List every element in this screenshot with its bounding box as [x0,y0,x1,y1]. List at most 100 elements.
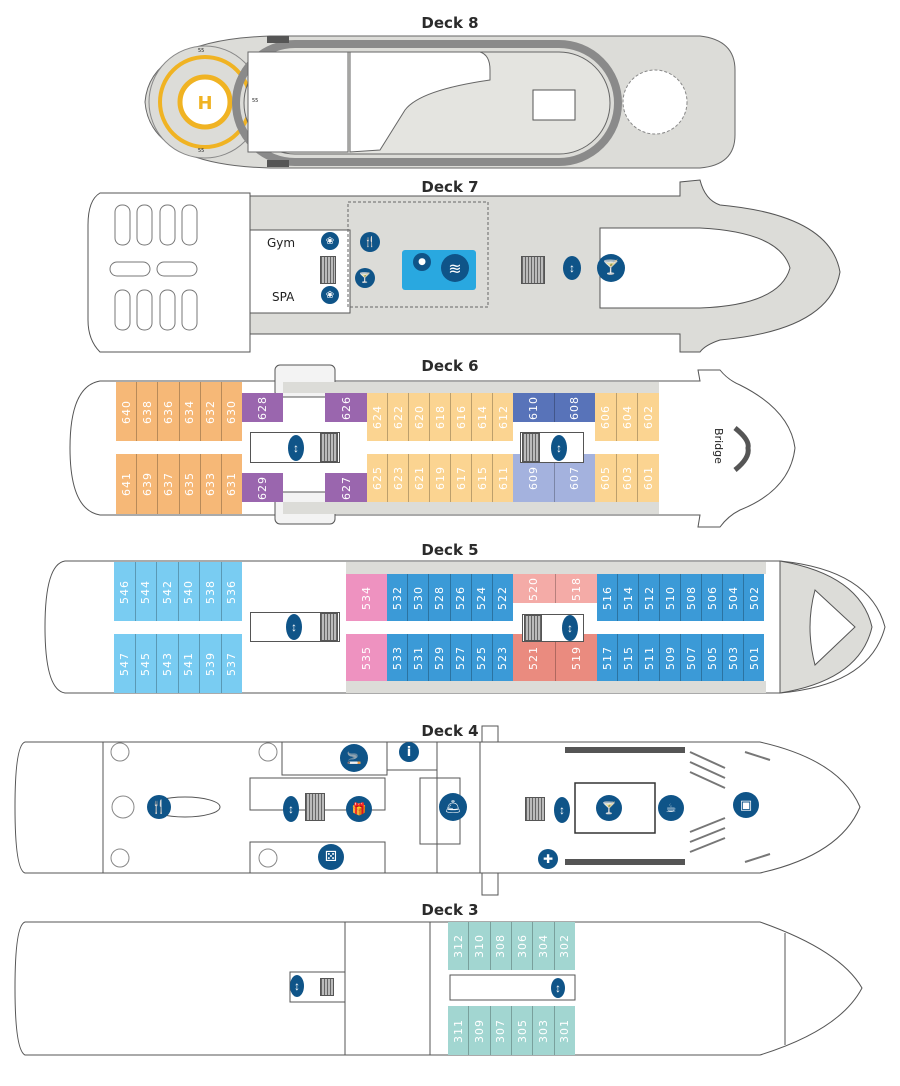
cabin[interactable]: 632 [201,382,222,441]
cabin[interactable]: 604 [617,393,639,441]
cabin[interactable]: 307 [491,1006,512,1055]
stairs [320,433,338,462]
cabin[interactable]: 510 [660,574,681,621]
cabin[interactable]: 610 [513,393,555,422]
cabin[interactable]: 509 [660,634,681,681]
deck-7-hull [87,179,841,353]
cabin[interactable]: 311 [448,1006,470,1055]
cabin[interactable]: 538 [200,562,222,621]
cabin[interactable]: 303 [533,1006,555,1055]
spa-icon: ❀ [321,232,339,250]
cabin[interactable]: 622 [388,393,409,441]
cabin[interactable]: 529 [429,634,451,681]
cabin[interactable]: 603 [617,454,639,502]
cabin[interactable]: 525 [472,634,493,681]
cabin[interactable]: 625 [367,454,388,502]
cabin[interactable]: 306 [512,922,534,970]
cabin[interactable]: 620 [409,393,430,441]
cabin[interactable]: 618 [430,393,451,441]
cabin[interactable]: 634 [180,382,201,441]
cabin[interactable]: 532 [387,574,409,621]
cabin[interactable]: 615 [472,454,493,502]
cabin[interactable]: 633 [201,454,222,514]
cabin[interactable]: 516 [597,574,618,621]
cabin[interactable]: 533 [387,634,409,681]
cabin[interactable]: 312 [448,922,470,970]
cabin[interactable]: 605 [595,454,617,502]
cabin[interactable]: 520 [513,574,556,603]
cabin[interactable]: 504 [723,574,744,621]
stairs [320,256,336,284]
helipad-mark: 55 [252,98,259,104]
cabin[interactable]: 636 [158,382,180,441]
cabin-number: 308 [494,934,508,958]
cabin[interactable]: 624 [367,393,388,441]
stairs [320,978,334,996]
cabin-block: 629 [242,473,283,502]
cabin[interactable]: 617 [451,454,472,502]
cabin[interactable]: 528 [429,574,451,621]
cabin[interactable]: 515 [618,634,639,681]
cabin[interactable]: 539 [200,634,222,693]
cabin[interactable]: 310 [469,922,491,970]
cabin[interactable]: 512 [639,574,660,621]
cabin[interactable]: 505 [702,634,723,681]
cabin[interactable]: 543 [157,634,179,693]
cabin[interactable]: 301 [555,1006,575,1055]
cabin[interactable]: 530 [408,574,430,621]
cabin[interactable]: 524 [472,574,493,621]
cabin[interactable]: 308 [491,922,512,970]
cabin-block: 535 [346,634,387,681]
cabin[interactable]: 545 [136,634,157,693]
cabin[interactable]: 526 [451,574,472,621]
cabin[interactable]: 521 [513,634,556,681]
cabin[interactable]: 506 [702,574,723,621]
cabin[interactable]: 541 [179,634,200,693]
cabin[interactable]: 544 [136,562,157,621]
cabin-number: 306 [515,934,529,958]
cabin[interactable]: 616 [451,393,472,441]
cabin[interactable]: 507 [681,634,702,681]
cabin[interactable]: 511 [639,634,660,681]
cabin[interactable]: 619 [430,454,451,502]
cabin-block: 628 [242,393,283,422]
elevator-icon: ↕ [290,975,304,997]
gym-label: Gym [267,236,296,250]
cabin[interactable]: 547 [114,634,136,693]
cabin[interactable]: 623 [388,454,409,502]
elevator-icon: ↕ [563,256,581,280]
cabin[interactable]: 614 [472,393,493,441]
cabin[interactable]: 621 [409,454,430,502]
cabin[interactable]: 503 [723,634,744,681]
cabin[interactable]: 637 [158,454,180,514]
cabin[interactable]: 542 [157,562,179,621]
cabin[interactable]: 309 [469,1006,491,1055]
cabin-number: 312 [451,934,465,958]
cabin[interactable]: 517 [597,634,618,681]
stairs [522,433,540,462]
deck-3-title: Deck 3 [421,901,479,919]
cabin[interactable]: 514 [618,574,639,621]
cabin[interactable]: 609 [513,454,555,502]
cabin[interactable]: 305 [512,1006,534,1055]
cabin[interactable]: 304 [533,922,555,970]
cabin[interactable]: 546 [114,562,136,621]
cabin[interactable]: 641 [116,454,138,514]
cabin[interactable]: 635 [180,454,201,514]
cabin-number: 311 [451,1018,465,1043]
cabin[interactable]: 508 [681,574,702,621]
cabin[interactable]: 527 [451,634,472,681]
cabin[interactable]: 531 [408,634,430,681]
cabin[interactable]: 640 [116,382,138,441]
cabin[interactable]: 540 [179,562,200,621]
cabin[interactable]: 639 [137,454,159,514]
info-icon: i [399,742,419,762]
cabin[interactable]: 638 [137,382,159,441]
cabin[interactable]: 302 [555,922,575,970]
cabin[interactable]: 606 [595,393,617,441]
